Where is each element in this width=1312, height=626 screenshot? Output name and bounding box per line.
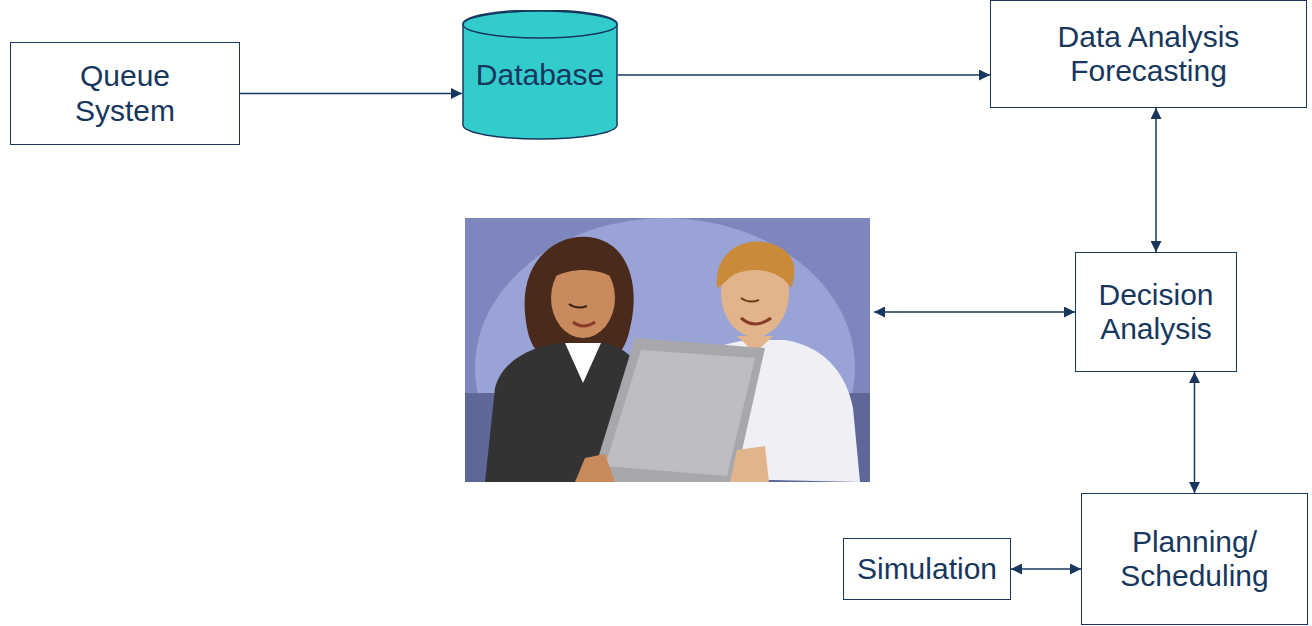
process-box: Planning/ Scheduling [1081,493,1308,625]
connector-arrow [618,74,990,76]
people-illustration [465,218,870,482]
connector-arrow [1011,568,1081,570]
node-label: Decision Analysis [1089,278,1224,347]
node-label: Planning/ Scheduling [1095,525,1295,594]
process-box: Decision Analysis [1075,252,1237,372]
node-label: Simulation [857,552,997,587]
node-label: Queue System [50,59,200,128]
node-label: Database [476,58,604,93]
connector-arrow [1194,372,1196,493]
database-cylinder: Database [462,10,618,140]
connector-arrow [1155,108,1157,252]
process-box: Data Analysis Forecasting [990,0,1307,108]
connector-arrow [240,93,462,95]
process-box: Queue System [10,42,240,145]
illustration-link [874,311,1075,313]
node-label: Data Analysis Forecasting [1004,20,1294,89]
process-box: Simulation [843,538,1011,600]
